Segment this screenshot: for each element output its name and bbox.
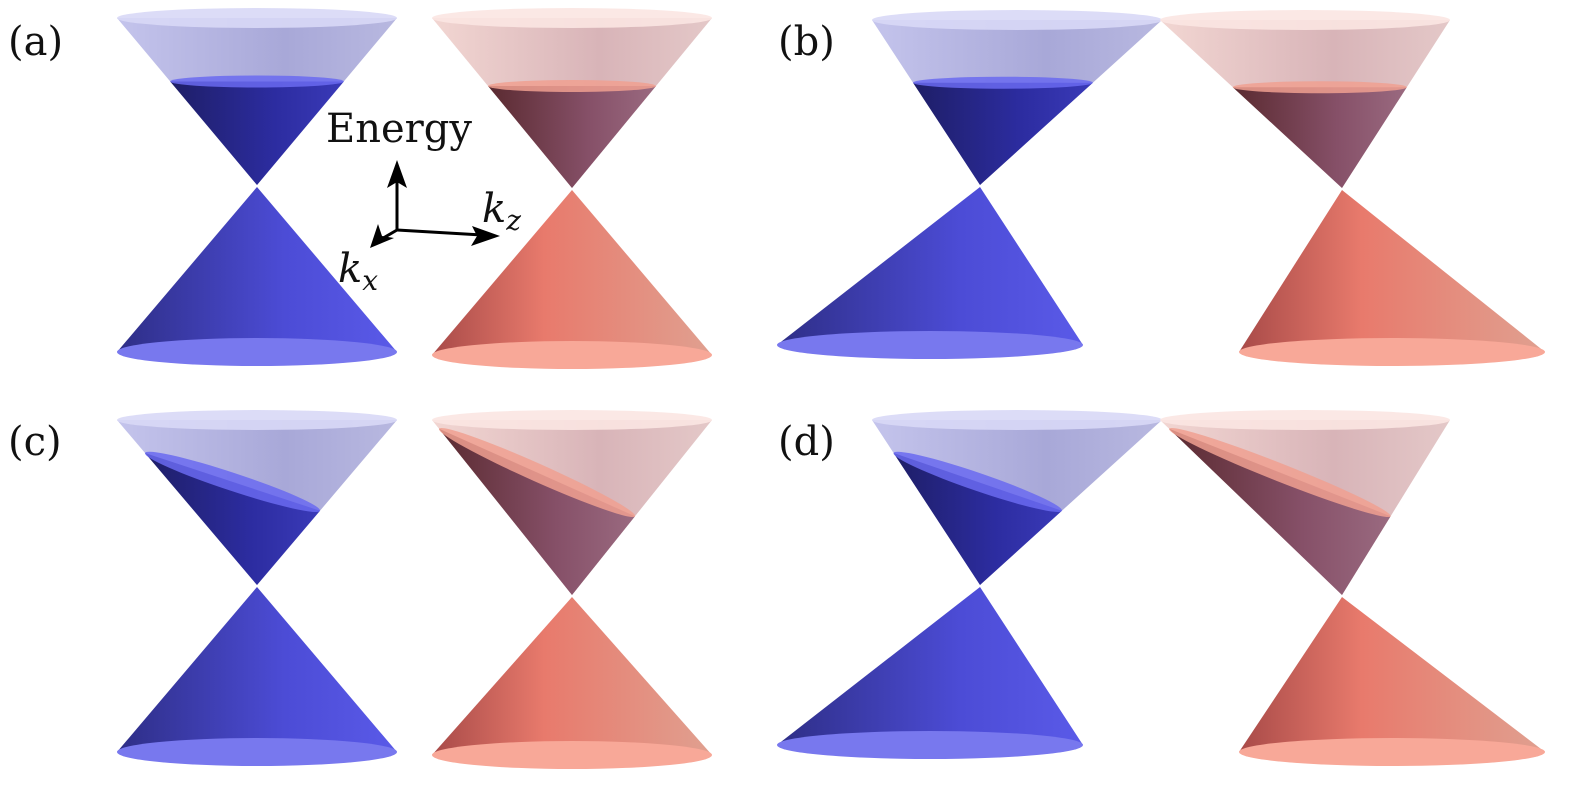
red-lower-cone-base-7 bbox=[1239, 738, 1545, 766]
blue-fermi-surface-6 bbox=[893, 451, 1062, 512]
blue-upper-cone-rim-0 bbox=[117, 8, 397, 28]
blue-filled-states-6 bbox=[893, 453, 1062, 585]
blue-filled-states-4 bbox=[145, 453, 320, 585]
panel-label-c: (c) bbox=[8, 419, 62, 465]
blue-fermi-surface-0 bbox=[170, 75, 344, 88]
kz-axis-label: kz bbox=[482, 186, 521, 237]
red-fermi-surface-7 bbox=[1169, 427, 1391, 518]
blue-lower-cone-6 bbox=[777, 587, 1083, 745]
kz-arrow bbox=[396, 228, 483, 237]
blue-filled-states-2 bbox=[913, 82, 1093, 185]
blue-upper-cone-rim-6 bbox=[872, 410, 1162, 430]
kx-axis-label: kx bbox=[338, 246, 378, 297]
blue-upper-cone-rim-2 bbox=[872, 10, 1162, 30]
red-filled-states-3 bbox=[1232, 87, 1407, 188]
blue-lower-cone-base-6 bbox=[777, 731, 1083, 759]
red-filled-states-5 bbox=[439, 428, 635, 595]
energy-arrowhead-icon bbox=[387, 160, 407, 188]
blue-lower-cone-2 bbox=[777, 187, 1083, 345]
blue-lower-cone-4 bbox=[117, 587, 397, 752]
red-filled-states-7 bbox=[1169, 428, 1391, 595]
kx-arrowhead-icon bbox=[370, 224, 394, 248]
blue-upper-cone-rim-4 bbox=[117, 410, 397, 430]
energy-axis-label: Energy bbox=[326, 106, 472, 152]
red-fermi-surface-5 bbox=[438, 427, 636, 518]
red-fermi-surface-3 bbox=[1232, 81, 1407, 94]
red-lower-cone-7 bbox=[1239, 597, 1545, 752]
red-lower-cone-1 bbox=[432, 190, 712, 355]
red-upper-cone-rim-3 bbox=[1160, 10, 1450, 30]
blue-lower-cone-base-2 bbox=[777, 331, 1083, 359]
panel-label-b: (b) bbox=[778, 19, 835, 65]
blue-filled-states-0 bbox=[170, 81, 344, 185]
red-upper-cone-rim-5 bbox=[432, 410, 712, 430]
blue-lower-cone-base-0 bbox=[117, 338, 397, 366]
panel-label-d: (d) bbox=[778, 419, 835, 465]
red-lower-cone-3 bbox=[1239, 190, 1545, 352]
red-lower-cone-base-1 bbox=[432, 341, 712, 369]
blue-fermi-surface-4 bbox=[144, 451, 321, 512]
kz-arrowhead-icon bbox=[471, 226, 500, 246]
red-lower-cone-base-5 bbox=[432, 741, 712, 769]
red-lower-cone-base-3 bbox=[1239, 338, 1545, 366]
blue-lower-cone-0 bbox=[117, 187, 397, 352]
red-lower-cone-5 bbox=[432, 597, 712, 755]
red-fermi-surface-1 bbox=[488, 80, 656, 92]
red-filled-states-1 bbox=[488, 86, 656, 188]
axes-indicator: Energy kz kx bbox=[326, 106, 521, 297]
panel-label-a: (a) bbox=[8, 19, 63, 65]
red-upper-cone-rim-7 bbox=[1160, 410, 1450, 430]
blue-fermi-surface-2 bbox=[913, 76, 1093, 89]
blue-lower-cone-base-4 bbox=[117, 738, 397, 766]
red-upper-cone-rim-1 bbox=[432, 8, 712, 28]
